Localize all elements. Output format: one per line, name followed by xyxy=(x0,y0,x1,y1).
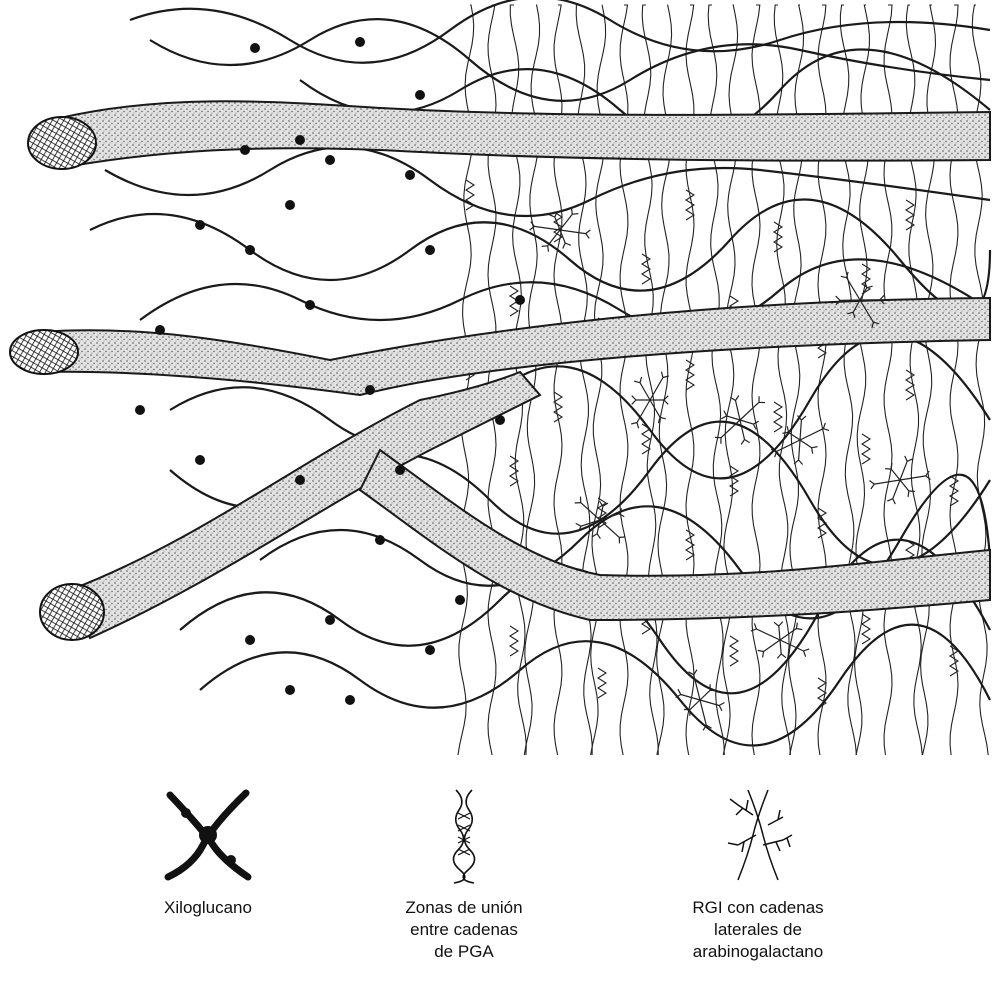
legend-item-rgi: RGI con cadenas laterales de arabinogala… xyxy=(648,785,868,963)
xyloglucan-knot xyxy=(375,535,385,545)
rgi-side-chain xyxy=(800,440,818,454)
xyloglucan-knot xyxy=(245,635,255,645)
xyloglucan-knot xyxy=(415,90,425,100)
xyloglucan-knot xyxy=(405,170,415,180)
xyloglucan-knot xyxy=(195,220,205,230)
cellulose-microfibril-bottom xyxy=(360,450,990,620)
pga-junction-zone xyxy=(598,668,606,698)
rgi-side-chain xyxy=(780,623,802,640)
microfibril-end-top xyxy=(28,117,96,169)
crossed-chains-icon xyxy=(158,785,258,885)
cell-wall-diagram xyxy=(0,0,994,770)
xyloglucan-knot xyxy=(455,595,465,605)
rgi-side-chain xyxy=(700,700,712,730)
xyloglucan-chain xyxy=(90,200,990,313)
pga-junction-zone xyxy=(950,646,958,676)
pga-junction-zone xyxy=(774,402,782,432)
pga-junction-zone xyxy=(730,636,738,666)
xyloglucan-knot xyxy=(240,145,250,155)
rgi-side-chain xyxy=(689,670,701,700)
pga-junction-zone xyxy=(510,456,518,486)
legend-label-pga: Zonas de unión entre cadenas de PGA xyxy=(354,897,574,963)
rgi-side-chain xyxy=(758,640,780,657)
legend-item-pga: Zonas de unión entre cadenas de PGA xyxy=(354,785,574,963)
legend-label-rgi: RGI con cadenas laterales de arabinogala… xyxy=(648,897,868,963)
rgi-side-chain xyxy=(560,230,590,239)
xyloglucan-knot xyxy=(355,37,365,47)
xyloglucan-knot xyxy=(195,455,205,465)
xyloglucan-knot xyxy=(325,615,335,625)
rgi-side-chain xyxy=(885,463,900,480)
rgi-side-chain xyxy=(730,396,740,421)
legend-label-xyloglucan: Xiloglucano xyxy=(98,897,318,919)
xyloglucan-knot xyxy=(425,645,435,655)
pga-junction-zone xyxy=(862,434,870,464)
rgi-side-chain xyxy=(632,396,650,405)
rgi-side-chain xyxy=(780,640,809,657)
xyloglucan-knot xyxy=(515,295,525,305)
helix-junction-icon xyxy=(414,785,514,885)
pga-junction-zone xyxy=(906,200,914,230)
rgi-side-chain xyxy=(700,700,724,711)
microfibril-end-bottom xyxy=(40,584,104,640)
cellulose-microfibrils xyxy=(10,101,990,640)
xyloglucan-knot xyxy=(295,475,305,485)
microfibril-end-middle xyxy=(10,330,78,374)
rgi-side-chain xyxy=(794,440,803,465)
xyloglucan-knot xyxy=(285,685,295,695)
rgi-side-chain xyxy=(560,230,571,249)
rgi-side-chain xyxy=(751,623,780,640)
xyloglucan-knot xyxy=(305,300,315,310)
xyloglucan-knot xyxy=(495,415,505,425)
rgi-side-chain xyxy=(870,480,901,489)
xyloglucan-knot xyxy=(295,135,305,145)
rgi-side-chain xyxy=(631,400,650,428)
xyloglucan-knot xyxy=(285,200,295,210)
pga-junction-zone xyxy=(774,222,782,252)
xyloglucan-knot xyxy=(245,245,255,255)
legend-item-xyloglucan: Xiloglucano xyxy=(98,785,318,919)
pga-junction-zone xyxy=(510,626,518,656)
xyloglucan-knot xyxy=(250,43,260,53)
xyloglucan-knot xyxy=(135,405,145,415)
rgi-side-chain xyxy=(900,456,913,480)
cellulose-microfibril-top xyxy=(60,101,990,168)
xyloglucan-knot xyxy=(325,155,335,165)
rgi-side-chain xyxy=(740,420,750,445)
xyloglucan-knot xyxy=(345,695,355,705)
pga-junction-zone xyxy=(862,614,870,644)
xyloglucan-knot xyxy=(365,385,375,395)
rgi-side-chain xyxy=(900,471,931,480)
xyloglucan-knot xyxy=(425,245,435,255)
rgi-side-chain xyxy=(634,377,650,400)
rgi-side-chain xyxy=(887,480,900,504)
branched-chains-icon xyxy=(708,785,808,885)
rgi-side-chain xyxy=(650,372,669,400)
xyloglucan-knot xyxy=(155,325,165,335)
rgi-side-chain xyxy=(721,411,740,420)
xyloglucan-knot xyxy=(395,465,405,475)
